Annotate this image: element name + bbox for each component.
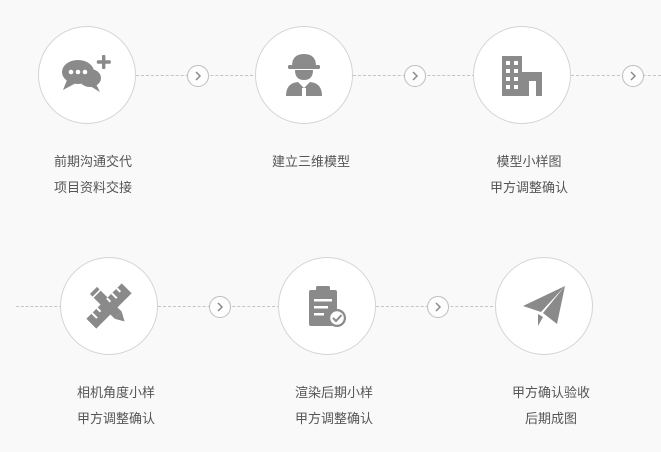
next-arrow-button[interactable] [209, 296, 231, 318]
chevron-right-icon [217, 302, 224, 312]
step-4-line2: 甲方调整确认 [76, 412, 155, 427]
step-5-line2: 甲方调整确认 [294, 412, 373, 427]
connector-line [571, 75, 661, 76]
connector-line [16, 306, 62, 307]
step-1-circle [38, 26, 136, 124]
step-6-circle [495, 257, 593, 355]
step-1-line1: 前期沟通交代 [53, 155, 132, 170]
step-5-label: 渲染后期小样 甲方调整确认 [254, 381, 414, 433]
chevron-right-icon [412, 71, 419, 81]
next-arrow-button[interactable] [404, 65, 426, 87]
next-arrow-button[interactable] [427, 296, 449, 318]
step-2-circle [255, 26, 353, 124]
step-3-line2: 甲方调整确认 [489, 181, 568, 196]
step-5-line1: 渲染后期小样 [294, 386, 373, 401]
chevron-right-icon [630, 71, 637, 81]
chevron-right-icon [195, 71, 202, 81]
clipboard-check-icon [309, 286, 346, 327]
step-1-label: 前期沟通交代 项目资料交接 [13, 150, 173, 202]
building-icon [502, 56, 542, 96]
step-5-circle [278, 257, 376, 355]
worker-helmet-icon [286, 54, 322, 96]
step-4-label: 相机角度小样 甲方调整确认 [36, 381, 196, 433]
pencil-ruler-icon [86, 283, 132, 329]
paper-plane-icon [523, 286, 565, 326]
step-6-line1: 甲方确认验收 [511, 386, 590, 401]
step-3-line1: 模型小样图 [496, 155, 562, 170]
step-2-line1: 建立三维模型 [271, 155, 350, 170]
chat-bubbles-plus-icon [62, 55, 111, 92]
step-6-line2: 后期成图 [524, 412, 577, 427]
step-3-label: 模型小样图 甲方调整确认 [449, 150, 609, 202]
step-2-label: 建立三维模型 [231, 150, 391, 176]
step-4-circle [60, 257, 158, 355]
step-3-circle [473, 26, 571, 124]
step-6-label: 甲方确认验收 后期成图 [471, 381, 631, 433]
chevron-right-icon [435, 302, 442, 312]
step-4-line1: 相机角度小样 [76, 386, 155, 401]
step-1-line2: 项目资料交接 [53, 181, 132, 196]
next-arrow-button[interactable] [622, 65, 644, 87]
next-arrow-button[interactable] [187, 65, 209, 87]
